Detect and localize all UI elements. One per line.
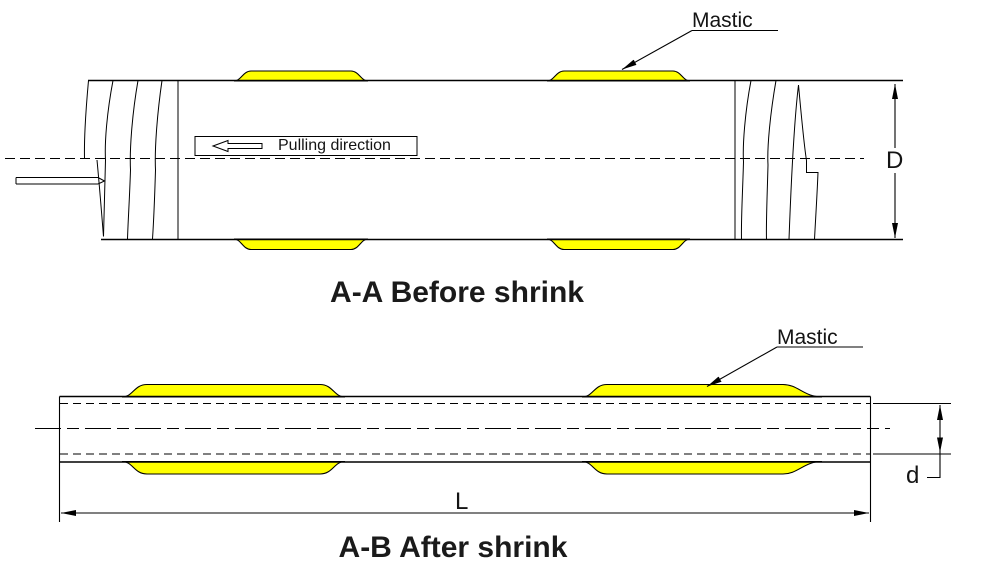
pulling-direction-label: Pulling direction — [278, 137, 391, 154]
mastic-strips-after — [121, 383, 823, 475]
left-block-arrow-icon — [211, 139, 263, 153]
dimension-d-leader — [927, 452, 941, 479]
mastic-strip — [546, 70, 691, 82]
after-shrink-title: A-B After shrink — [338, 531, 568, 564]
mastic-strip — [581, 383, 823, 398]
dimension-d-label: d — [906, 462, 920, 489]
dimension-L-label: L — [455, 488, 469, 515]
spiral-wrap-left — [83, 80, 179, 240]
mastic-strip — [121, 383, 346, 398]
spiral-wrap-right — [734, 80, 819, 240]
mastic-strip — [233, 70, 369, 82]
mastic-strip — [121, 460, 346, 475]
before-shrink-view — [5, 29, 903, 251]
dimension-D-label: D — [883, 148, 907, 173]
pulling-direction-callout — [194, 136, 418, 156]
mastic-label-before: Mastic — [692, 9, 753, 32]
before-shrink-title: A-A Before shrink — [330, 276, 584, 309]
leader-arrow — [706, 346, 778, 387]
mastic-strip — [233, 238, 369, 251]
mastic-callout-before — [621, 29, 778, 70]
tube-outline-before — [88, 79, 903, 241]
tube-inner-wall — [60, 402, 870, 455]
tube-outline-after — [58, 395, 872, 522]
mastic-strip — [581, 460, 823, 475]
after-shrink-view — [35, 346, 951, 522]
mastic-label-after: Mastic — [777, 326, 838, 349]
mastic-strips-before — [233, 70, 691, 251]
mastic-strip — [546, 238, 691, 251]
dimension-d — [873, 402, 951, 479]
mastic-callout-after — [706, 346, 863, 387]
leader-arrow — [621, 30, 693, 70]
pull-cord — [15, 177, 106, 185]
